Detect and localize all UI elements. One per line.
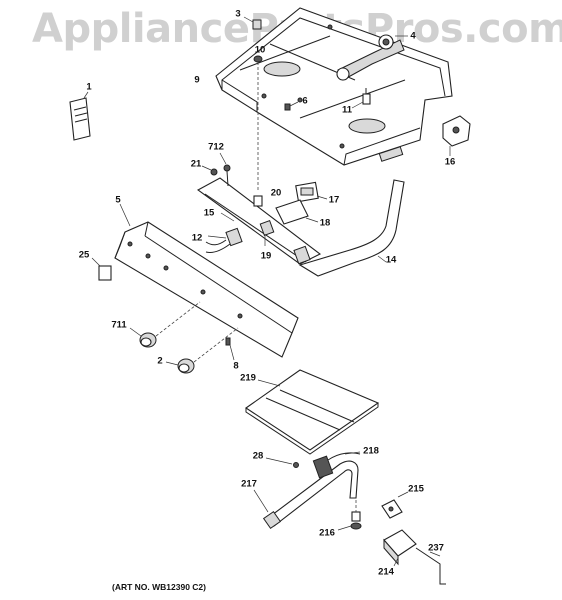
lower-burner-217: [253, 460, 359, 530]
screw-3: [243, 16, 262, 30]
screw-28: [265, 457, 299, 468]
label-6: 6: [302, 95, 308, 107]
label-217: 217: [241, 478, 257, 490]
burner-shield-219: [245, 369, 380, 455]
label-4: 4: [410, 30, 416, 42]
label-216: 216: [319, 527, 335, 539]
label-19: 19: [260, 250, 272, 262]
label-10: 10: [254, 44, 266, 56]
label-28: 28: [252, 450, 264, 462]
nut-712: [219, 152, 231, 187]
screw-8: [225, 337, 235, 361]
label-21: 21: [190, 158, 202, 170]
label-712: 712: [208, 141, 224, 153]
label-219: 219: [240, 372, 256, 384]
label-18: 18: [319, 217, 331, 229]
manifold-assembly: [196, 177, 322, 265]
igniter-218: [312, 451, 361, 479]
burner-box-pan: [215, 7, 453, 166]
label-17: 17: [328, 194, 340, 206]
screw-6: [284, 101, 299, 111]
igniter-4: [336, 34, 408, 81]
label-214: 214: [378, 566, 394, 578]
clip-11: [351, 88, 371, 109]
label-20: 20: [270, 187, 282, 199]
label-711: 711: [111, 319, 127, 331]
label-25: 25: [78, 249, 90, 261]
rod-237: [415, 547, 446, 585]
owners-manual-1: [69, 91, 91, 141]
label-12: 12: [191, 232, 203, 244]
label-15: 15: [203, 207, 215, 219]
label-11: 11: [341, 104, 353, 116]
burner-tube-14: [298, 179, 405, 277]
label-16: 16: [444, 156, 456, 168]
control-panel-5: [114, 203, 299, 358]
screw-21: [201, 165, 218, 176]
art-number: (ART NO. WB12390 C2): [112, 582, 206, 592]
screw-10: [253, 55, 263, 190]
label-1: 1: [86, 81, 92, 93]
knob-711: [129, 301, 201, 348]
bracket-25: [91, 257, 112, 281]
valve-17: [295, 181, 328, 203]
knob-2: [165, 327, 239, 374]
bracket-18: [275, 199, 319, 225]
label-215: 215: [408, 483, 424, 495]
label-2: 2: [157, 355, 163, 367]
label-8: 8: [233, 360, 239, 372]
label-237: 237: [428, 542, 444, 554]
label-218: 218: [363, 445, 379, 457]
label-5: 5: [115, 194, 121, 206]
valve-214: [383, 529, 417, 567]
connector-16: [442, 115, 471, 156]
orifice-216: [337, 500, 362, 531]
label-3: 3: [235, 8, 241, 20]
label-9: 9: [194, 74, 200, 86]
bracket-215: [381, 491, 409, 519]
label-14: 14: [385, 254, 397, 266]
